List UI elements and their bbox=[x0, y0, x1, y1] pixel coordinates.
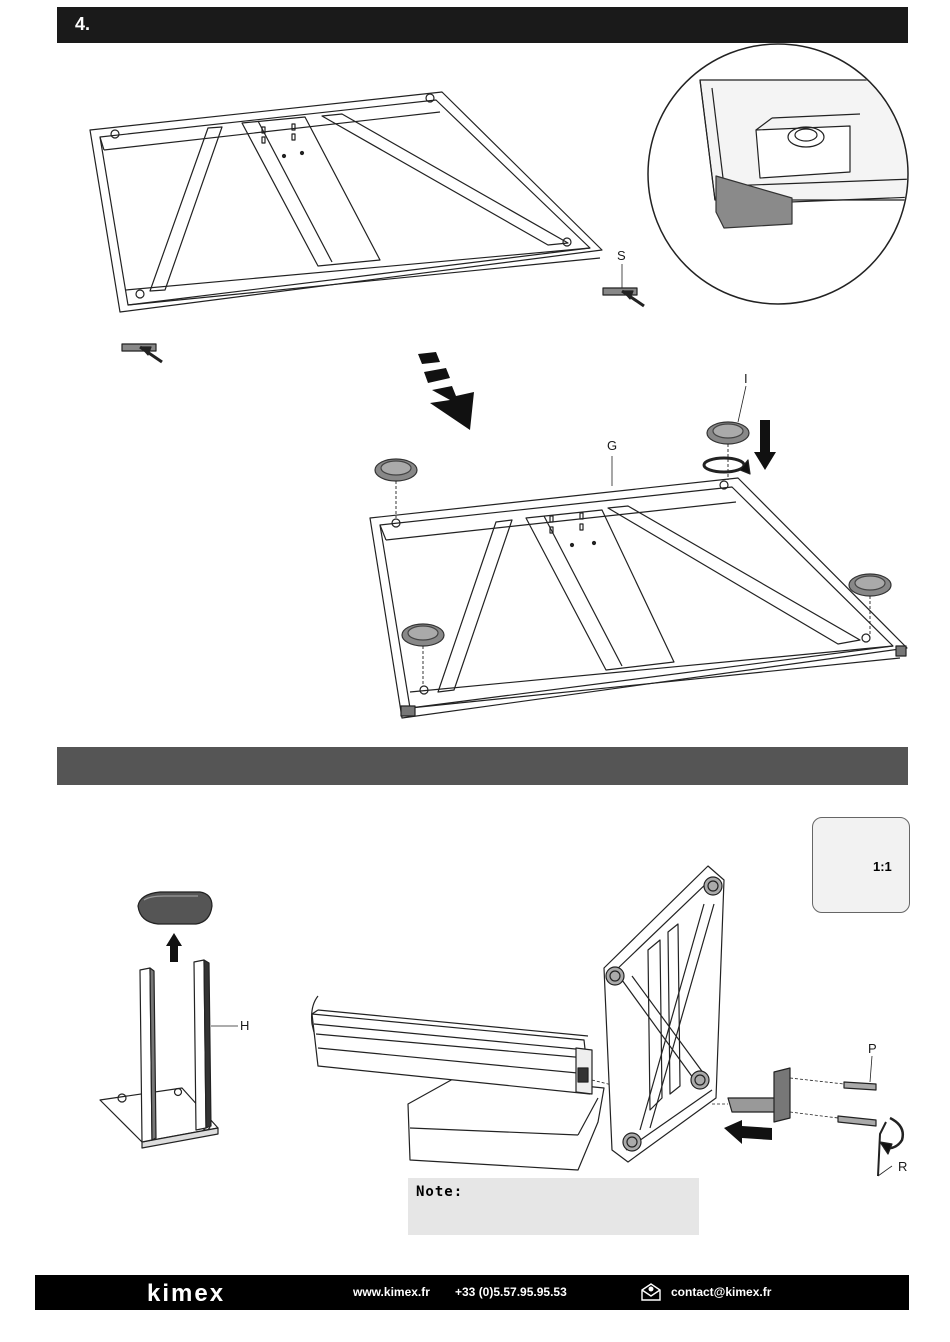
corner-detail-magnifier bbox=[648, 44, 940, 304]
frame-top bbox=[90, 92, 602, 312]
label-i: I bbox=[744, 371, 748, 386]
footer-phone: +33 (0)5.57.95.95.53 bbox=[455, 1285, 567, 1299]
leg-h bbox=[100, 892, 238, 1148]
move-down-arrow bbox=[418, 352, 474, 430]
label-p: P bbox=[868, 1041, 877, 1056]
label-r: R bbox=[898, 1159, 907, 1174]
brand-logo: kimex bbox=[147, 1280, 225, 1308]
label-h: H bbox=[240, 1018, 249, 1033]
frame-bottom bbox=[370, 478, 907, 718]
note-title: Note: bbox=[416, 1184, 463, 1200]
tool-callout: 1:1 bbox=[812, 817, 910, 913]
footer-email[interactable]: contact@kimex.fr bbox=[671, 1285, 771, 1299]
envelope-icon bbox=[640, 1282, 662, 1302]
beam-and-side-frame bbox=[312, 866, 903, 1176]
tool-scale: 1:1 bbox=[873, 859, 892, 874]
footer-website[interactable]: www.kimex.fr bbox=[353, 1285, 430, 1299]
footer: kimex www.kimex.fr +33 (0)5.57.95.95.53 … bbox=[35, 1275, 909, 1310]
note-box: Note: bbox=[408, 1178, 699, 1235]
label-g: G bbox=[607, 438, 617, 453]
label-s: S bbox=[617, 248, 626, 263]
